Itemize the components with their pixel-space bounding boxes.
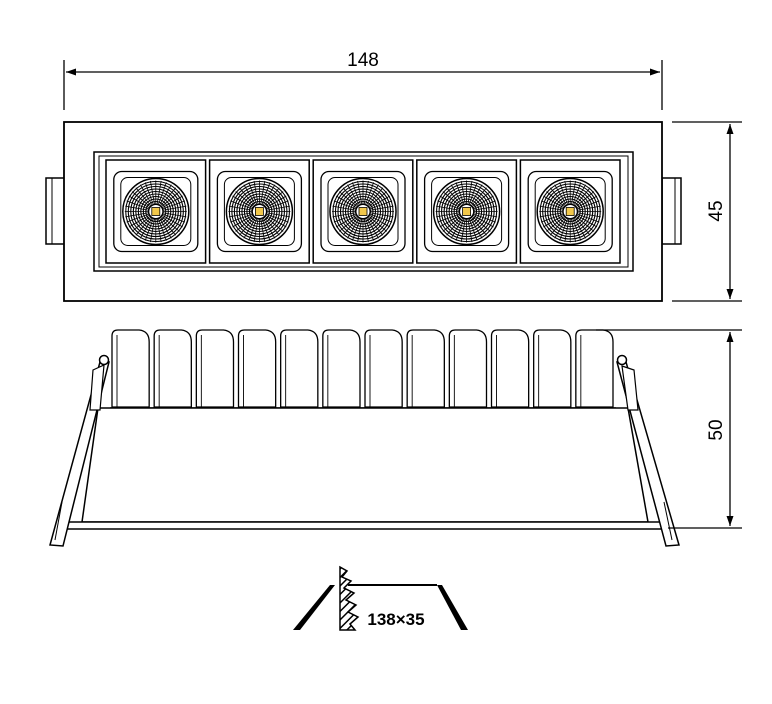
heatsink-fins (110, 329, 616, 409)
heatsink-fin (406, 329, 445, 408)
height-dimension (672, 121, 742, 302)
reflector-lens (122, 177, 190, 246)
heatsink-fin (195, 329, 235, 408)
led-chip (358, 207, 368, 216)
led-chip (462, 207, 472, 216)
width-dimension (63, 60, 663, 110)
ceiling-cutout-icon (293, 565, 468, 631)
led-module (208, 159, 310, 264)
reflector-lens (536, 177, 604, 246)
heatsink-fin (575, 329, 614, 408)
reflector-lens (432, 177, 501, 246)
heatsink-fin (280, 329, 319, 408)
front-view (45, 121, 682, 302)
housing-body (81, 407, 649, 523)
bottom-flange (61, 521, 667, 530)
cutout-label: 138×35 (367, 610, 424, 629)
side-view (49, 329, 680, 547)
heatsink-fin (448, 329, 488, 408)
led-chip (254, 207, 264, 216)
led-module (416, 159, 518, 264)
reflector-lens (225, 177, 294, 246)
heatsink-fin (111, 329, 150, 408)
heatsink-fin (490, 329, 530, 408)
heatsink-fin (322, 329, 361, 408)
right-clip (661, 177, 682, 245)
led-module (312, 159, 414, 264)
heatsink-fin (237, 329, 277, 408)
led-module (519, 159, 621, 264)
led-module (105, 159, 207, 264)
depth-label: 50 (706, 419, 727, 440)
height-label: 45 (706, 200, 727, 221)
heatsink-fin (533, 329, 572, 408)
heatsink-fin (153, 329, 192, 408)
heatsink-fin (364, 329, 403, 408)
width-label: 148 (347, 50, 379, 71)
led-module-row (105, 159, 621, 264)
led-chip (151, 207, 161, 216)
left-clip (45, 177, 66, 245)
led-chip (565, 207, 575, 216)
reflector-lens (329, 177, 397, 246)
depth-dimension (596, 329, 742, 529)
